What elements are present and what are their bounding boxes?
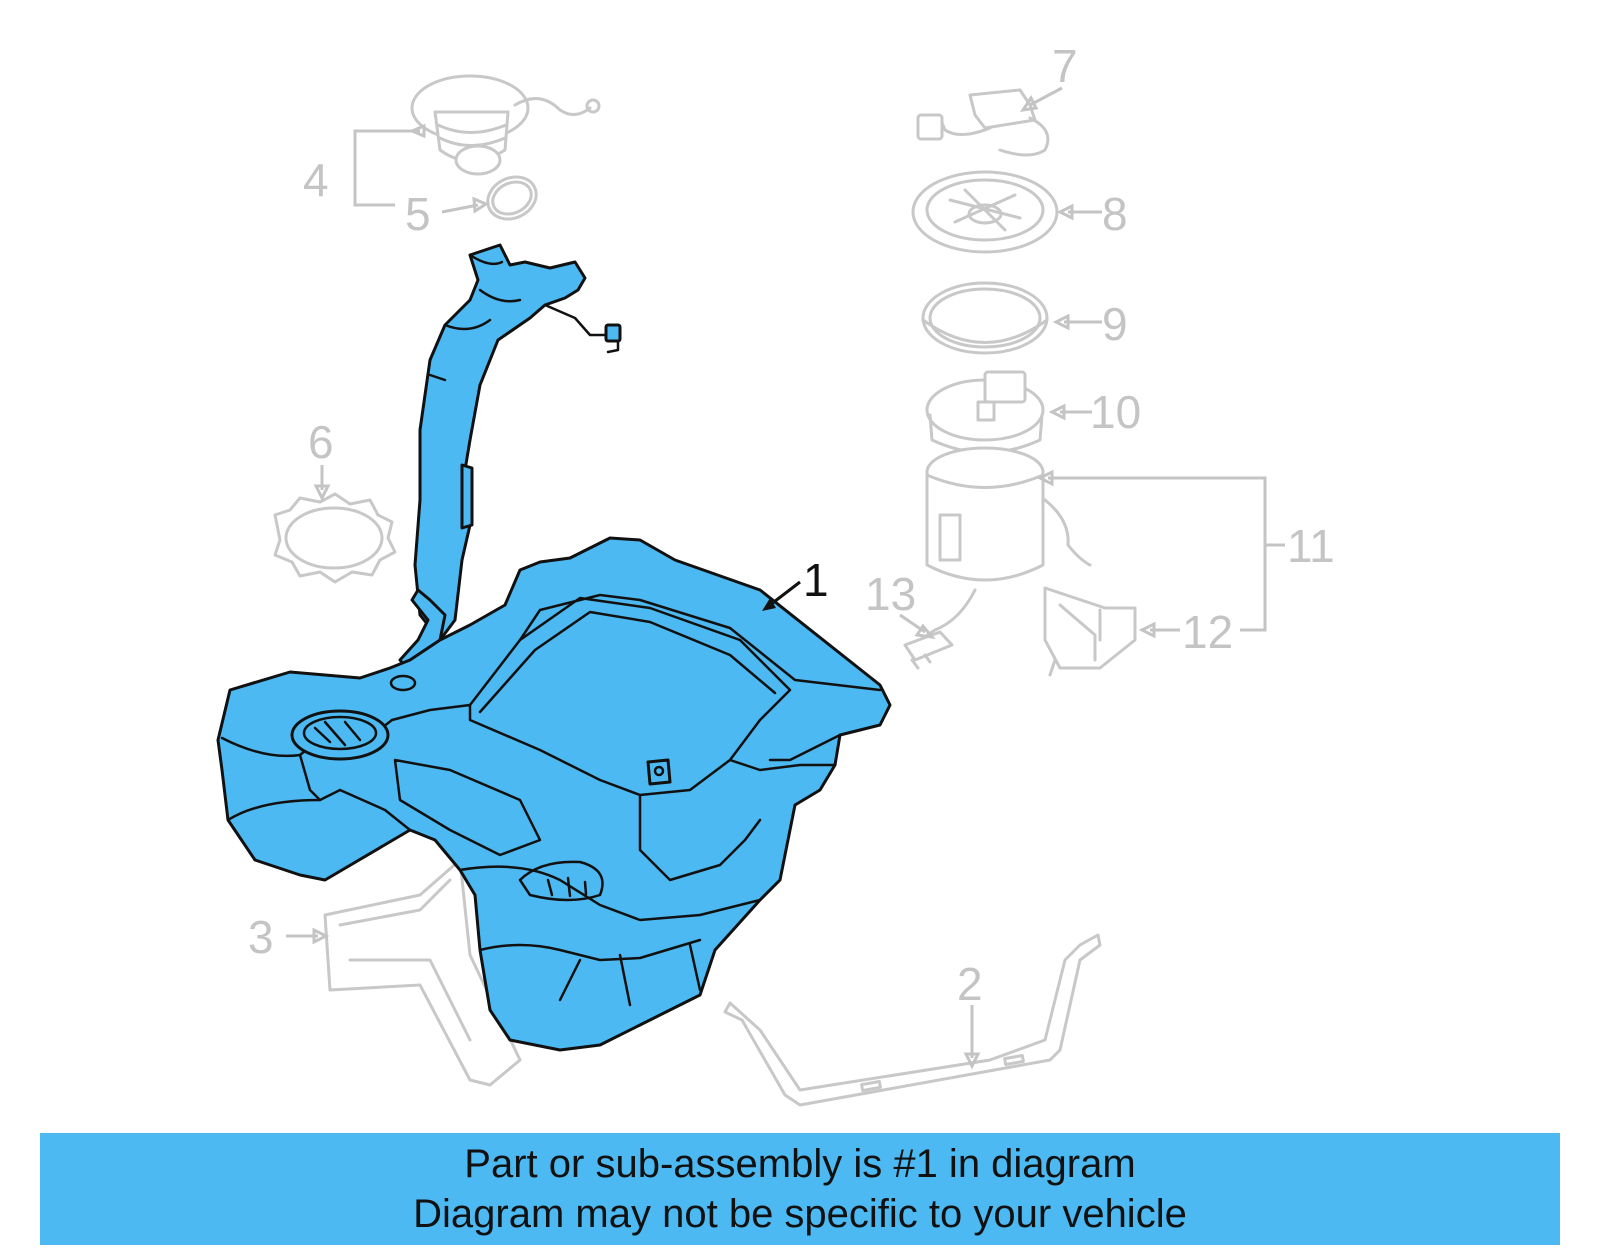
part-8-flange [911, 170, 1059, 254]
part-12-bracket [1043, 586, 1137, 677]
callout-13: 13 [865, 568, 916, 620]
part-3-heat-shield [323, 858, 522, 1087]
leader-4 [353, 129, 420, 207]
part-7-connector [916, 88, 1050, 157]
leader-11 [1048, 476, 1285, 632]
callout-12: 12 [1182, 606, 1233, 658]
part-5-o-ring [486, 175, 538, 221]
part-2-strap [723, 933, 1102, 1107]
info-banner: Part or sub-assembly is #1 in diagram Di… [40, 1133, 1560, 1245]
part-1-fuel-tank [216, 243, 892, 1052]
leader-5 [441, 203, 479, 214]
part-6-lock-ring [273, 492, 397, 584]
part-11-pump-module [918, 446, 1092, 642]
callout-5: 5 [405, 188, 431, 240]
callout-6: 6 [308, 416, 334, 468]
leader-1 [769, 580, 801, 607]
callout-2: 2 [957, 958, 983, 1010]
callout-8: 8 [1102, 188, 1128, 240]
callout-7: 7 [1052, 40, 1078, 92]
part-4-fuel-cap [410, 74, 601, 176]
banner-line-part-number: Part or sub-assembly is #1 in diagram [464, 1142, 1136, 1186]
callout-9: 9 [1102, 298, 1128, 350]
part-9-seal [921, 281, 1049, 355]
part-10-pump-top [925, 370, 1045, 454]
leader-7 [1029, 86, 1063, 107]
callout-11: 11 [1287, 520, 1335, 572]
callout-1: 1 [803, 554, 829, 606]
banner-line-disclaimer: Diagram may not be specific to your vehi… [413, 1192, 1187, 1236]
callout-10: 10 [1090, 386, 1141, 438]
callout-4: 4 [303, 154, 329, 206]
callout-3: 3 [248, 911, 274, 963]
